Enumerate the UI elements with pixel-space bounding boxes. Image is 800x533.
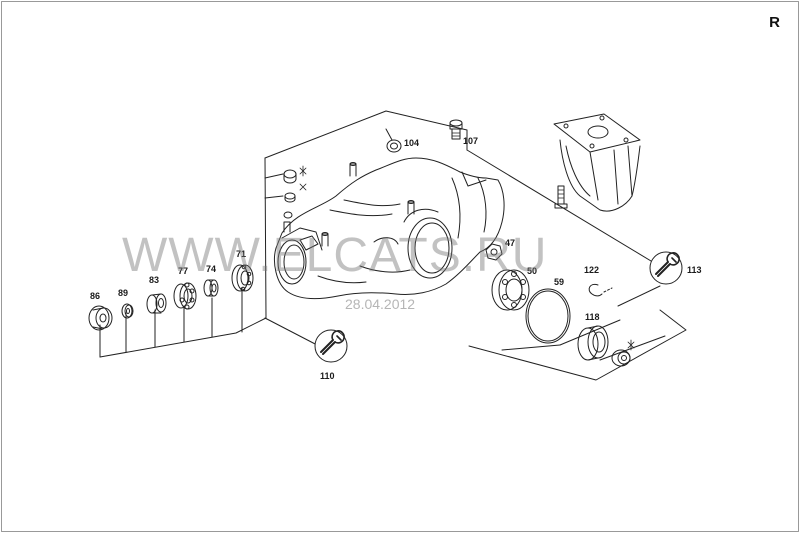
small-nut-parts	[264, 165, 307, 219]
corner-code: R	[769, 14, 780, 31]
callout-110[interactable]: 110	[320, 371, 335, 381]
rear-mount-bracket	[553, 113, 641, 212]
callout-122[interactable]: 122	[584, 265, 600, 275]
callout-71[interactable]: 71	[236, 249, 247, 259]
part-104-plug	[385, 128, 402, 153]
left-group-leaders	[99, 110, 468, 358]
part-74-ring	[203, 279, 219, 297]
part-77-bearing	[173, 282, 197, 310]
differential-housing	[274, 157, 505, 300]
part-47-nut	[485, 243, 503, 261]
part-118-seal	[577, 325, 609, 361]
part-83-spacer	[146, 293, 167, 314]
callout-118[interactable]: 118	[585, 312, 600, 322]
part-86-seal	[88, 305, 113, 331]
watermark-date: 28.04.2012	[345, 296, 416, 312]
part-89-washer	[121, 303, 134, 319]
wrench-icon	[649, 251, 683, 285]
part-59-oring	[525, 288, 571, 344]
wrench-icon	[314, 329, 348, 363]
watermark: WWW.ELCATS.RU	[122, 229, 548, 282]
callout-113[interactable]: 113	[687, 265, 702, 275]
part-50-bearing	[491, 269, 530, 311]
part-washer-small	[611, 339, 635, 367]
part-122-clip	[588, 283, 613, 297]
callout-50[interactable]: 50	[527, 266, 538, 276]
callout-74[interactable]: 74	[206, 264, 217, 274]
part-107-breather	[449, 119, 463, 140]
callout-86[interactable]: 86	[90, 291, 101, 301]
callout-47[interactable]: 47	[505, 238, 516, 248]
callout-83[interactable]: 83	[149, 275, 160, 285]
right-group-leaders	[466, 149, 687, 381]
callout-89[interactable]: 89	[118, 288, 129, 298]
callout-59[interactable]: 59	[554, 277, 565, 287]
callout-107[interactable]: 107	[463, 136, 479, 146]
callout-77[interactable]: 77	[178, 266, 189, 276]
part-71-bearing	[231, 264, 254, 292]
callout-104[interactable]: 104	[404, 138, 420, 148]
